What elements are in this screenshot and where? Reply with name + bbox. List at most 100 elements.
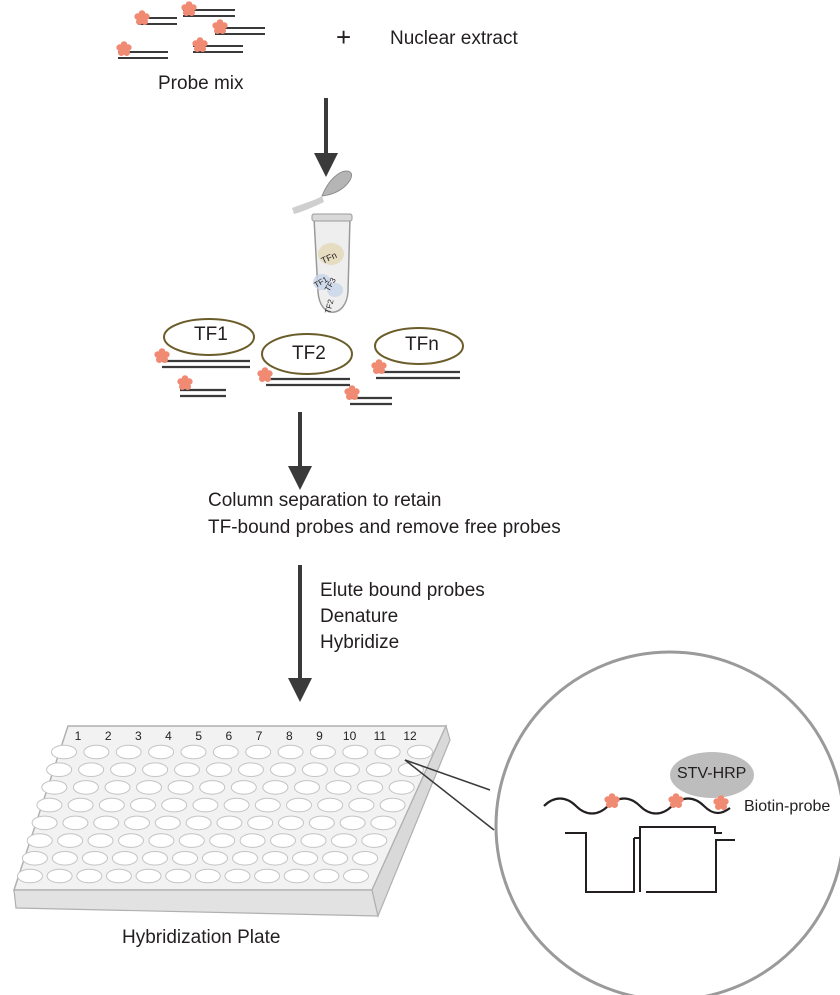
plate-well [104,780,131,795]
biotin-tag-icon [192,37,208,52]
biotin-tag-icon [116,41,132,56]
plate-well [224,868,251,884]
tfn-label: TFn [405,334,439,355]
biotin-tag-icon [371,359,387,374]
plate-well [87,833,114,848]
plate-well [238,762,264,778]
plate-well [209,833,236,848]
plate-column-number: 9 [316,729,323,743]
plate-well [230,780,257,795]
plate-column-number: 4 [165,729,172,743]
plate-well [357,780,384,795]
plate-well [142,762,169,778]
probe [134,10,177,25]
plate-well [212,744,239,760]
plate-column-number: 7 [256,729,263,743]
plate-well [342,744,369,760]
biotin-tag-icon [181,1,197,16]
plate-well [262,851,289,866]
plate-well [136,780,162,795]
plate-well [57,833,84,848]
tf2-protein [261,333,353,375]
plate-column-number: 11 [374,729,387,743]
plate-well [370,815,397,831]
plate-well [216,815,243,831]
plate-well [72,780,99,795]
plate-well [46,868,73,884]
tube-icon: TFn TF1 TF3 TF2 [292,170,353,315]
probe [116,41,168,59]
step-hybridize: Hybridize [320,632,400,653]
plate-well [81,851,108,866]
plate-well [115,744,142,760]
plate-well [317,797,344,813]
plate-well [180,744,207,760]
plate-well [135,868,162,884]
plate-well [300,833,327,848]
stv-hrp-label: STV-HRP [677,765,747,782]
plate-well [388,780,415,795]
column-separation-line1: Column separation to retain [208,490,442,511]
plate-well [239,833,266,848]
plate-well [148,833,175,848]
plate-well [313,868,340,884]
tf1-protein [163,318,255,356]
plate-well [365,762,392,778]
plate-well [245,744,272,760]
plate-well [223,797,250,813]
plate-column-number: 10 [343,729,357,743]
probe [212,19,265,35]
plate-well [343,868,369,884]
plate-well [130,797,156,813]
biotin-probe-label: Biotin-probe [744,798,831,815]
plate-well [46,762,73,778]
plate-well [308,815,335,831]
plate-well [185,815,212,831]
plate-well [277,744,304,760]
plate-well [67,797,94,813]
plate-well [286,797,312,813]
tube-label-tf2: TF2 [323,298,336,315]
probe-mix-label: Probe mix [158,73,244,94]
column-separation-line2: TF-bound probes and remove free probes [208,517,561,538]
plate-well [178,833,205,848]
plate-well [110,762,137,778]
plate-well [330,833,357,848]
plate-well [51,851,78,866]
biotin-tag-icon [177,375,193,390]
plate-well [199,780,226,795]
plate-well [17,868,43,884]
plate-well [294,780,320,795]
plate-well [379,797,406,813]
plate-well [154,815,181,831]
biotin-tag-icon [212,19,228,34]
nuclear-extract-label: Nuclear extract [390,28,518,49]
plate-well [247,815,274,831]
tf2-label: TF2 [292,343,326,364]
plate-well [254,797,281,813]
plate-well [397,762,424,778]
plate-well [83,744,110,760]
plate-well [167,780,194,795]
plate-well [407,744,433,760]
plate-column-number: 3 [135,729,142,743]
plate-well [254,868,281,884]
plate-column-number: 1 [75,729,82,743]
plate-well [142,851,168,866]
plate-well [361,833,388,848]
zoom-line [404,759,491,791]
plate-column-number: 12 [403,729,417,743]
tf1-label: TF1 [194,324,228,345]
plate-well [270,762,296,778]
plate-well [148,744,175,760]
biotin-tag-icon [154,348,170,363]
plate-well [111,851,138,866]
plate-well [348,797,375,813]
step-denature: Denature [320,606,399,627]
plate-well [98,797,125,813]
plate-well [161,797,188,813]
plate-well [301,762,328,778]
zoom-detail [494,650,840,995]
